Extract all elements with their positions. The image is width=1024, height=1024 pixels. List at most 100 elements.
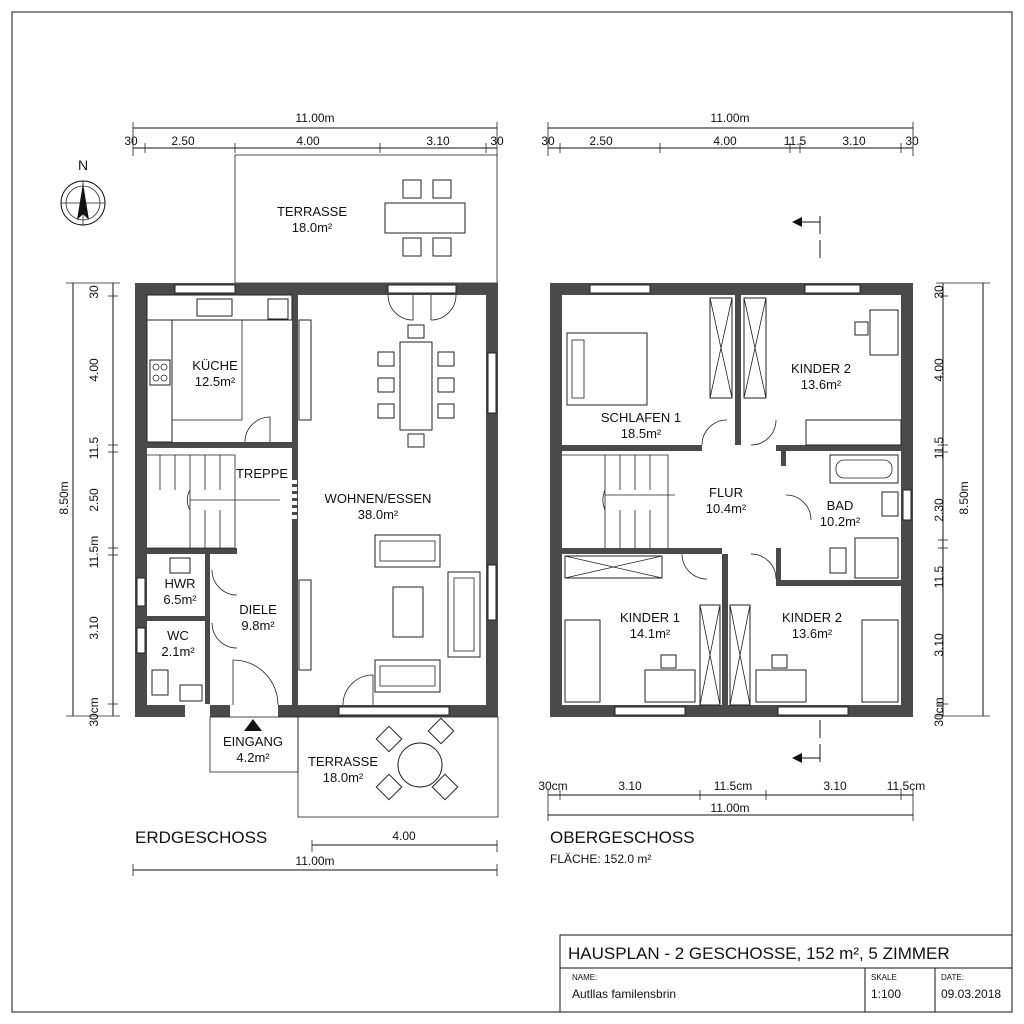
gf-hwr-area: 6.5m²: [163, 592, 197, 607]
ground-floor-plan: 11.00m 30 2.50 4.00 3.10 30 8.50m 30 4.0…: [57, 111, 504, 876]
gf-sofas: [374, 534, 481, 693]
bath-sink-icon: [881, 491, 899, 517]
gf-dim-bottom-terrace: 4.00: [392, 829, 416, 843]
uf-dim-right-seg: 30cm: [932, 697, 946, 726]
gf-dim-left-seg: 11.5m: [87, 536, 101, 568]
uf-kids2-top-area: 13.6m²: [801, 377, 842, 392]
gf-wc-area: 2.1m²: [161, 644, 195, 659]
gf-dim-bottom-total: 11.00m: [295, 854, 334, 868]
upper-floor-plan: 11.00m 30 2.50 4.00 11.5 3.10 30 8.50m 3…: [538, 111, 990, 866]
uf-bath-name: BAD: [827, 498, 854, 513]
uf-bed-kids1: [564, 619, 601, 703]
gf-dim-left-seg: 3.10: [87, 616, 101, 640]
uf-title: OBERGESCHOSS: [550, 828, 695, 847]
gf-terrace-top-area: 18.0m²: [292, 220, 333, 235]
wc-sink-icon: [179, 684, 203, 702]
title-block-name-value: Autllas familensbrin: [572, 987, 676, 1001]
uf-dim-right-seg: 30: [932, 285, 946, 299]
uf-walls: [550, 283, 913, 717]
uf-dim-right-total: 8.50m: [957, 481, 971, 514]
uf-dim-bottom-total: 11.00m: [710, 801, 749, 815]
title-block: HAUSPLAN - 2 GESCHOSSE, 152 m², 5 ZIMMER…: [559, 934, 1013, 1013]
gf-kitchen-area: 12.5m²: [195, 374, 236, 389]
uf-dim-right-seg: 11.5: [932, 565, 946, 588]
uf-desk-kids2-bottom: [755, 669, 807, 703]
uf-bed-kids2-top: [805, 419, 902, 446]
uf-stairs-icon: [562, 454, 675, 548]
uf-dim-right-seg: 3.10: [932, 633, 946, 657]
gf-dim-top-seg: 30: [124, 134, 138, 148]
gf-dim-left-seg: 11.5: [87, 436, 101, 459]
title-block-name-label: NAME:: [572, 973, 597, 982]
washer-icon: [169, 557, 191, 574]
uf-dim-right-seg: 2.30: [932, 498, 946, 522]
compass-label: N: [78, 157, 88, 173]
gf-dim-top-total: 11.00m: [295, 111, 334, 125]
gf-dining-table: [377, 324, 455, 448]
uf-kids1-name: KINDER 1: [620, 610, 680, 625]
gf-terrace-bottom: [297, 716, 499, 818]
uf-kids2-top-name: KINDER 2: [791, 361, 851, 376]
gf-living-name: WOHNEN/ESSEN: [325, 491, 432, 506]
uf-dim-top-seg: 2.50: [589, 134, 613, 148]
uf-dim-right-seg: 11.5: [932, 436, 946, 459]
title-block-date-label: DATE:: [941, 973, 964, 982]
compass: N: [60, 157, 106, 226]
gf-hall-area: 9.8m²: [241, 618, 275, 633]
north-arrow-icon: [77, 183, 89, 220]
gf-dim-left-seg: 30: [87, 285, 101, 299]
stove-icon: [149, 359, 171, 386]
gf-terrace-bottom-name: TERRASSE: [308, 754, 378, 769]
uf-dim-top-seg: 30: [905, 134, 919, 148]
gf-kitchen-name: KÜCHE: [192, 358, 238, 373]
uf-dim-bottom-seg: 3.10: [823, 779, 847, 793]
uf-kids2-bottom-area: 13.6m²: [792, 626, 833, 641]
title-block-scale-label: SKALE: [871, 973, 897, 982]
entrance-arrow-icon: [244, 719, 262, 731]
sink-icon: [196, 298, 233, 317]
uf-kids2-bottom-name: KINDER 2: [782, 610, 842, 625]
fridge-icon: [267, 298, 289, 320]
gf-doors: [211, 294, 457, 706]
shower-icon: [854, 537, 899, 579]
uf-dim-top-total: 11.00m: [710, 111, 749, 125]
gf-dim-left-seg: 2.50: [87, 488, 101, 512]
title-block-scale-value: 1:100: [871, 987, 901, 1001]
bathtub-icon: [829, 454, 899, 484]
uf-bedroom-area: 18.5m²: [621, 426, 662, 441]
gf-terrace-table: [384, 179, 466, 257]
uf-bedroom-name: SCHLAFEN 1: [601, 410, 681, 425]
uf-dim-top-seg: 4.00: [713, 134, 737, 148]
section-marker-top: [792, 216, 821, 262]
uf-dim-bottom-seg: 11.5cm: [887, 779, 925, 793]
gf-terrace-round-table: [375, 717, 459, 801]
title-block-date-value: 09.03.2018: [941, 987, 1001, 1001]
uf-dim-right-seg: 4.00: [932, 358, 946, 382]
uf-desk-kids2-top: [869, 309, 899, 356]
gf-dim-left-total: 8.50m: [57, 481, 71, 514]
gf-walls: [135, 283, 498, 717]
sheet-border: [11, 11, 1013, 1013]
gf-dim-left-seg: 4.00: [87, 358, 101, 382]
gf-entrance-name: EINGANG: [223, 734, 283, 749]
uf-hallway-area: 10.4m²: [706, 501, 747, 516]
gf-kitchen-furniture: [146, 294, 293, 443]
uf-dim-top-seg: 30: [541, 134, 555, 148]
uf-hallway-name: FLUR: [709, 485, 743, 500]
double-bed-icon: [566, 332, 648, 406]
uf-dim-bottom-seg: 30cm: [538, 779, 567, 793]
uf-kids1-area: 14.1m²: [630, 626, 671, 641]
uf-bath-area: 10.2m²: [820, 514, 861, 529]
gf-dim-top-seg: 3.10: [426, 134, 450, 148]
toilet-icon: [151, 669, 169, 696]
gf-dim-top-seg: 4.00: [296, 134, 320, 148]
gf-living-area: 38.0m²: [358, 507, 399, 522]
gf-stairs-icon: [147, 454, 280, 549]
gf-stairs-name: TREPPE: [236, 466, 288, 481]
section-marker-bottom: [792, 720, 821, 766]
gf-hall-name: DIELE: [239, 602, 277, 617]
gf-terrace-bottom-area: 18.0m²: [323, 770, 364, 785]
uf-dim-top-seg: 3.10: [842, 134, 866, 148]
gf-dim-top-seg: 30: [490, 134, 504, 148]
